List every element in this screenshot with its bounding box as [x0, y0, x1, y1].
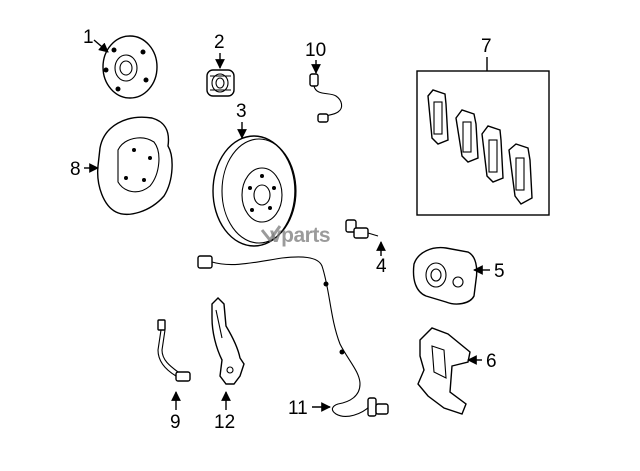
- callout-4-label: 4: [376, 256, 387, 277]
- callout-8: 8: [70, 159, 99, 180]
- brake-pad-4: [508, 143, 533, 205]
- watermark-text: vparts: [270, 224, 330, 247]
- watermark-logo: vparts: [260, 224, 331, 247]
- callout-3-label: 3: [236, 101, 247, 122]
- callout-9-label: 9: [170, 412, 181, 433]
- caliper-bracket-part[interactable]: [417, 327, 471, 415]
- hub-part[interactable]: [102, 35, 158, 99]
- brake-pad-1: [427, 89, 449, 145]
- callout-12: 12: [214, 391, 235, 433]
- callout-3: 3: [236, 101, 247, 139]
- callout-2: 2: [214, 32, 225, 69]
- callout-1-label: 1: [83, 27, 94, 48]
- callout-2-label: 2: [214, 32, 225, 53]
- callout-8-label: 8: [70, 159, 81, 180]
- callout-11-label: 11: [288, 398, 308, 419]
- callout-7: 7: [481, 36, 492, 57]
- callout-6-label: 6: [486, 351, 497, 372]
- callout-10-label: 10: [305, 40, 326, 61]
- callout-11: 11: [288, 398, 331, 419]
- brake-pad-2: [455, 109, 479, 163]
- wear-sensor-part[interactable]: [309, 73, 343, 123]
- brake-rotor-part[interactable]: [212, 135, 297, 247]
- bolt-part[interactable]: [345, 219, 379, 239]
- brake-pad-3: [481, 125, 504, 183]
- callout-7-label: 7: [481, 36, 492, 57]
- hose-bracket-part[interactable]: [211, 297, 245, 385]
- caliper-part[interactable]: [412, 246, 478, 305]
- callout-1: 1: [83, 27, 109, 53]
- brake-hose-part[interactable]: [157, 319, 191, 382]
- pad-set-box[interactable]: [416, 57, 550, 216]
- callout-4: 4: [376, 241, 387, 277]
- callout-5-label: 5: [494, 261, 505, 282]
- callout-12-label: 12: [214, 412, 235, 433]
- callout-6: 6: [467, 351, 497, 372]
- abs-sensor-part[interactable]: [197, 255, 389, 417]
- callout-10: 10: [305, 40, 326, 74]
- callout-9: 9: [170, 391, 181, 433]
- splash-shield-part[interactable]: [97, 116, 173, 215]
- bearing-part[interactable]: [206, 69, 235, 97]
- callout-5: 5: [473, 261, 505, 282]
